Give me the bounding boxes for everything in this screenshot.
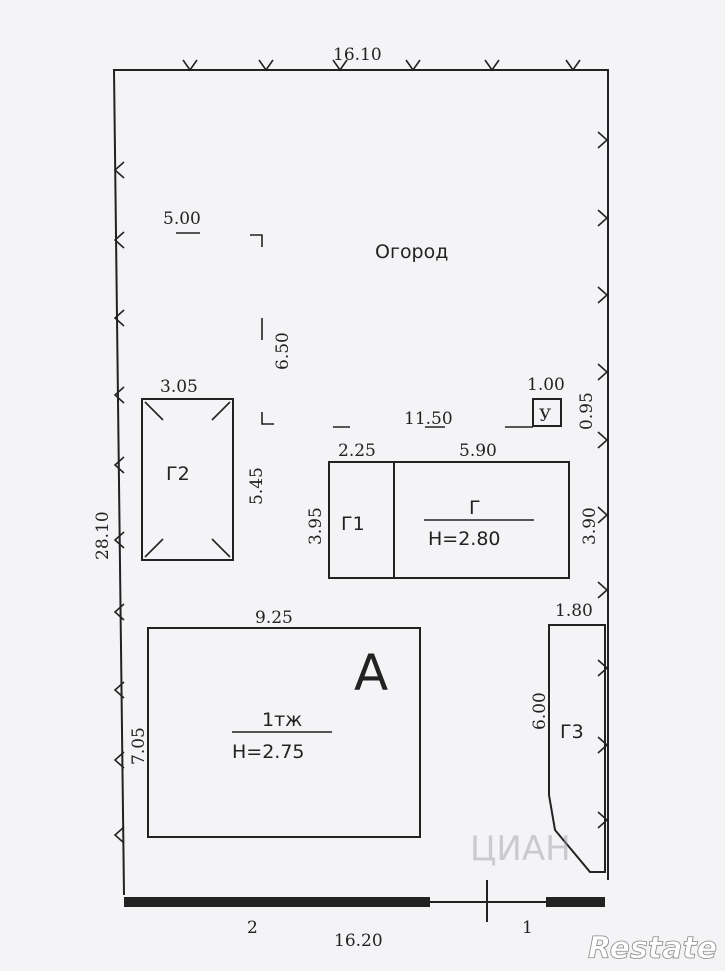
boundary-mark — [113, 681, 125, 699]
boundary-mark — [332, 59, 348, 72]
g-height: Н=2.80 — [428, 528, 501, 550]
boundary-mark — [113, 751, 125, 769]
g-name: Г — [469, 497, 481, 519]
u-name: У — [539, 406, 552, 426]
boundary-mark — [597, 736, 609, 754]
boundary-mark — [113, 826, 125, 844]
boundary-mark — [113, 531, 125, 549]
g2-corner-mark — [211, 401, 231, 421]
g-width: 5.90 — [459, 441, 497, 461]
gate-right-label: 1 — [522, 918, 533, 938]
boundary-mark — [113, 309, 125, 327]
g3-name: Г3 — [560, 721, 584, 743]
g2-name: Г2 — [166, 463, 190, 485]
boundary-mark — [597, 581, 609, 599]
boundary-mark — [113, 456, 125, 474]
boundary-mark — [597, 209, 609, 227]
house-width: 9.25 — [255, 608, 293, 628]
boundary-mark — [484, 59, 500, 72]
gate-left-label: 2 — [247, 918, 258, 938]
g1-depth: 3.95 — [306, 507, 326, 545]
boundary-mark — [597, 506, 609, 524]
g2-depth: 5.45 — [247, 467, 267, 505]
g1-width: 2.25 — [338, 441, 376, 461]
house-outline — [147, 627, 421, 838]
g3-depth: 6.00 — [530, 692, 550, 730]
boundary-mark — [565, 59, 581, 72]
boundary-mark — [597, 811, 609, 829]
boundary-mark — [597, 431, 609, 449]
house-letter: А — [354, 644, 388, 702]
boundary-mark — [113, 231, 125, 249]
inner-dim-1150: 11.50 — [404, 409, 453, 429]
g2-outline — [141, 398, 234, 561]
g2-corner-mark — [211, 538, 231, 558]
g3-outline — [548, 624, 606, 873]
g-block-outline — [328, 461, 570, 579]
boundary-mark — [182, 59, 198, 72]
g2-width: 3.05 — [160, 377, 198, 397]
corner-marker — [250, 234, 263, 247]
boundary-mark — [113, 386, 125, 404]
watermark-brand: Restate — [588, 931, 717, 966]
g2-corner-mark — [144, 401, 164, 421]
corner-marker — [261, 412, 274, 425]
house-height: Н=2.75 — [232, 741, 305, 763]
boundary-mark — [597, 363, 609, 381]
boundary-mark — [113, 161, 125, 179]
house-floors: 1тж — [262, 709, 302, 731]
u-outline — [532, 398, 562, 427]
boundary-mark — [113, 603, 125, 621]
plot-depth-label: 28.10 — [93, 511, 113, 560]
house-depth: 7.05 — [129, 727, 149, 765]
plot-width-label: 16.10 — [333, 45, 382, 65]
g1-name: Г1 — [341, 513, 365, 535]
inner-dim-5: 5.00 — [163, 209, 201, 229]
g3-width: 1.80 — [555, 601, 593, 621]
watermark-site: ЦИАН — [470, 829, 571, 869]
u-width: 1.00 — [527, 375, 565, 395]
inner-dim-650: 6.50 — [273, 332, 293, 370]
boundary-mark — [597, 286, 609, 304]
boundary-mark — [597, 659, 609, 677]
boundary-mark — [258, 59, 274, 72]
plot-boundary — [112, 69, 609, 896]
u-depth: 0.95 — [577, 392, 597, 430]
g2-corner-mark — [144, 538, 164, 558]
front-total-label: 16.20 — [334, 931, 383, 951]
boundary-mark — [405, 59, 421, 72]
g-depth: 3.90 — [580, 507, 600, 545]
boundary-mark — [597, 131, 609, 149]
garden-label: Огород — [375, 241, 448, 263]
